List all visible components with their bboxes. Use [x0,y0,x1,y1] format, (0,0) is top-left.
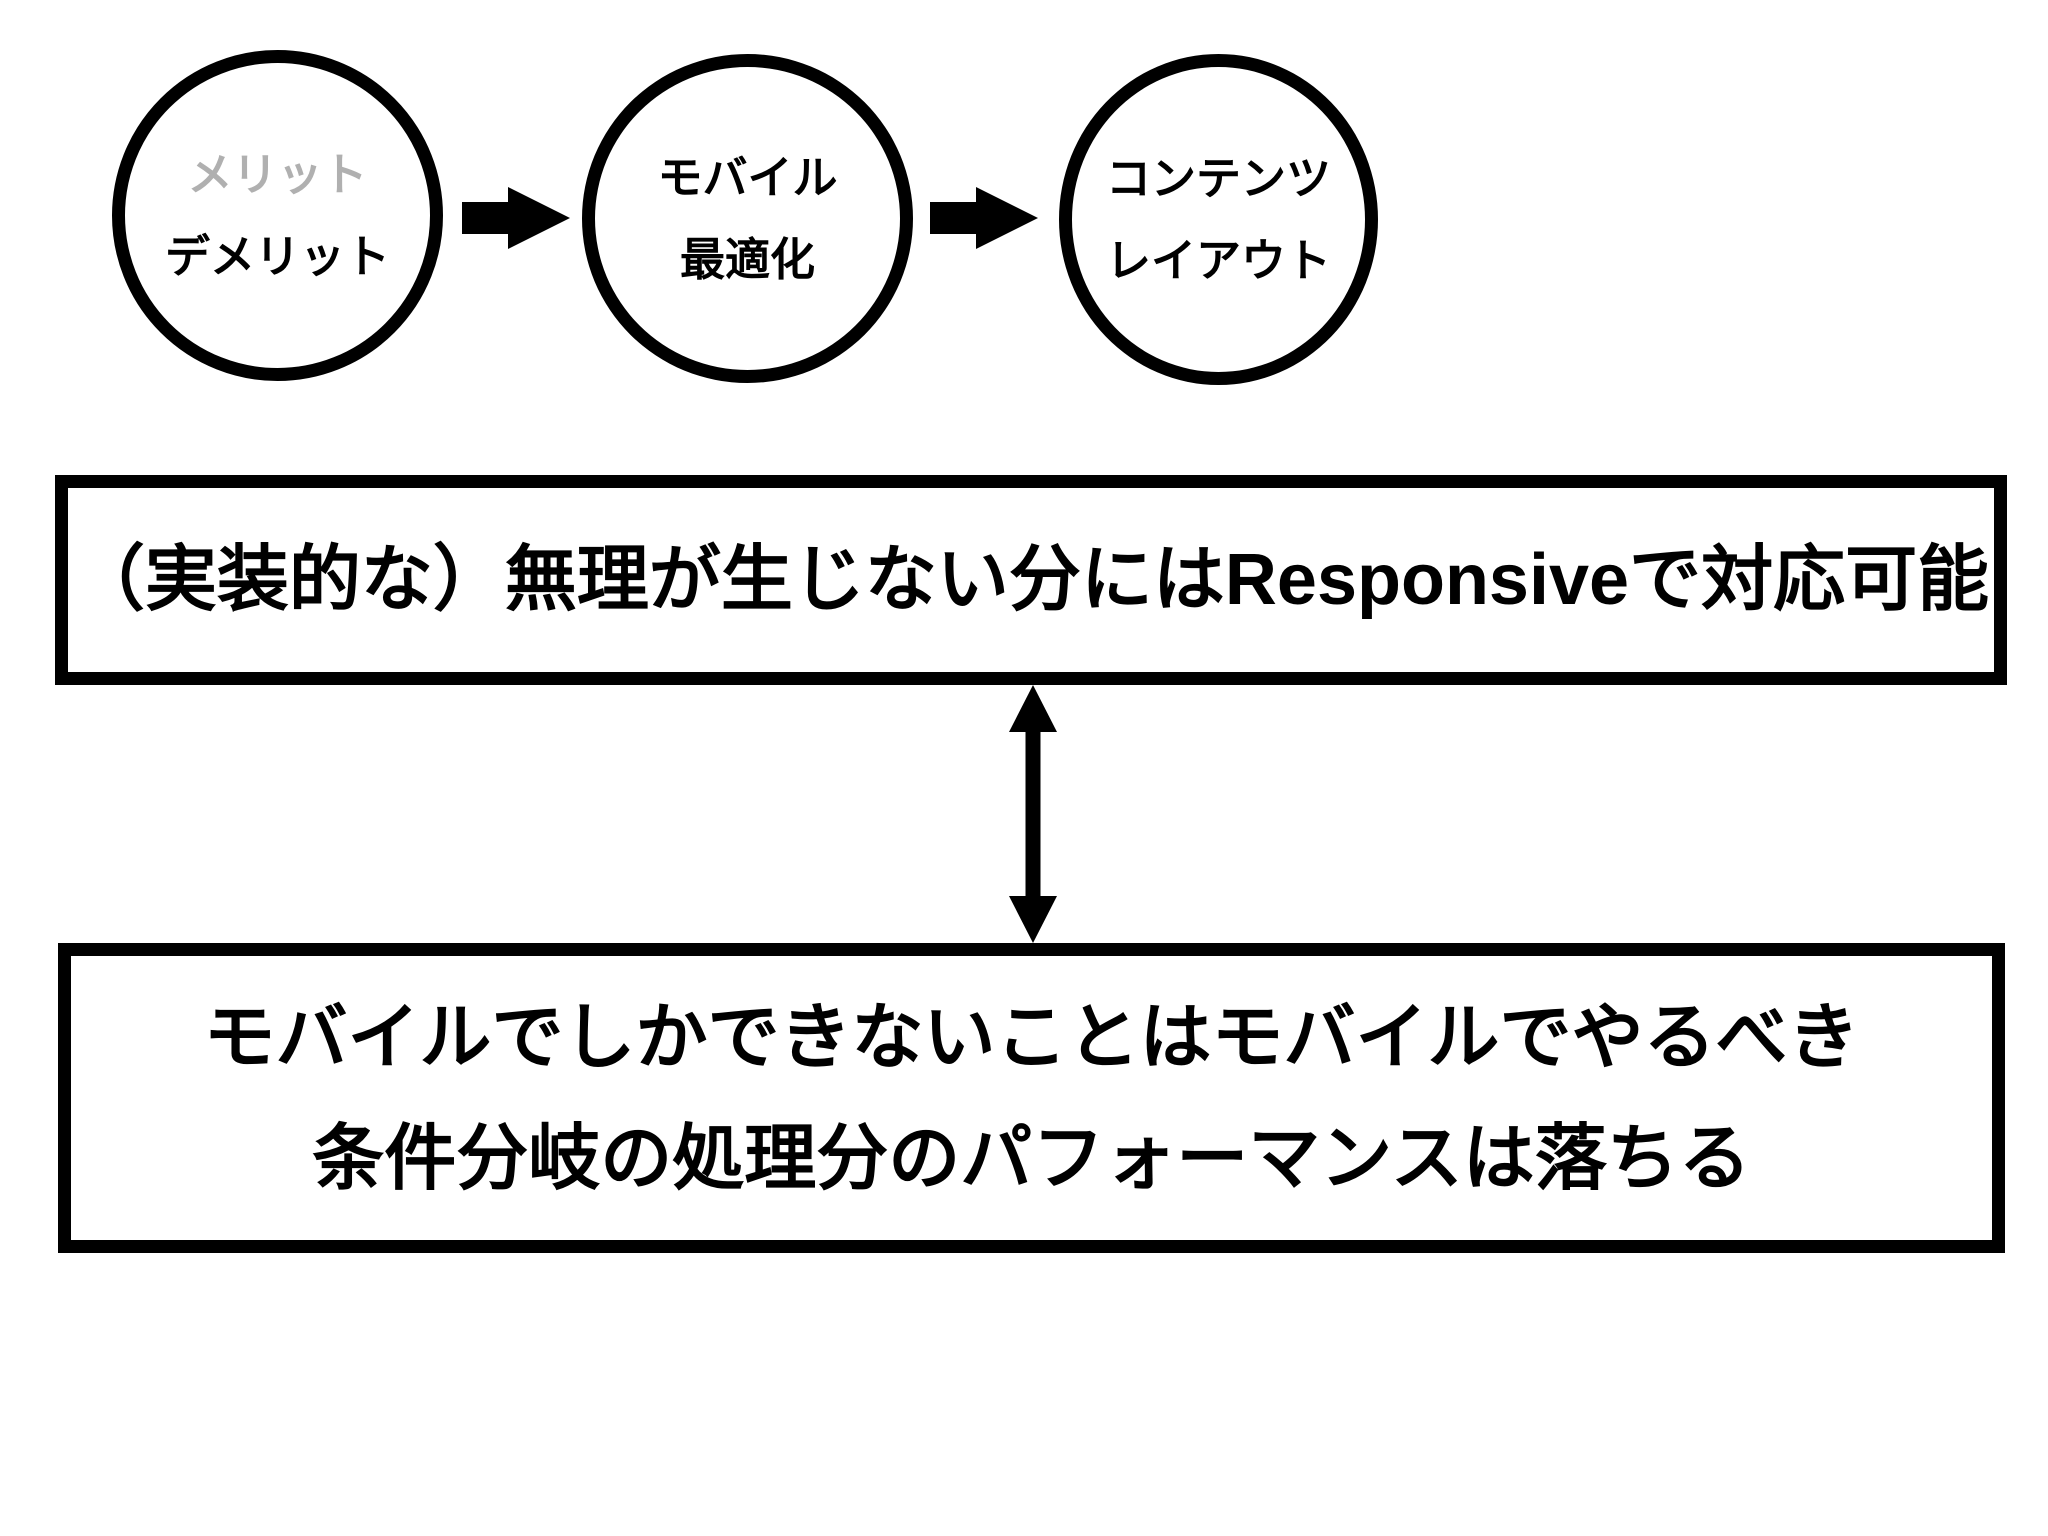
circle-label-merit: メリット [187,149,368,200]
arrow-right-icon [930,187,1038,249]
arrow-right-icon [462,187,570,249]
statement-box-mobile-only: モバイルでしかできないことはモバイルでやるべき 条件分岐の処理分のパフォーマンス… [58,943,2005,1253]
statement-responsive-text: （実装的な）無理が生じない分にはResponsiveで対応可能 [72,540,1990,620]
circle-label-optimization: 最適化 [679,234,815,285]
circle-label-mobile: モバイル [657,152,838,203]
circle-label-content: コンテンツ [1105,153,1331,204]
double-arrow-icon [1009,685,1057,943]
arrow-right-head [508,187,570,249]
arrow-right-head [976,187,1038,249]
arrow-right-bar [462,202,508,234]
statement-mobile-only-line2: 条件分岐の処理分のパフォーマンスは落ちる [312,1118,1751,1199]
flow-step-circle-content-layout: コンテンツ レイアウト [1059,54,1378,385]
statement-mobile-only-line1: モバイルでしかできないことはモバイルでやるべき [203,997,1860,1078]
circle-label-demerit: デメリット [164,231,390,282]
flow-step-circle-mobile-optimization: モバイル 最適化 [582,54,913,383]
arrow-right-bar [930,202,976,234]
statement-box-responsive: （実装的な）無理が生じない分にはResponsiveで対応可能 [55,475,2007,685]
circle-label-layout: レイアウト [1105,235,1331,286]
flow-step-circle-merit-demerit: メリット デメリット [112,50,443,381]
